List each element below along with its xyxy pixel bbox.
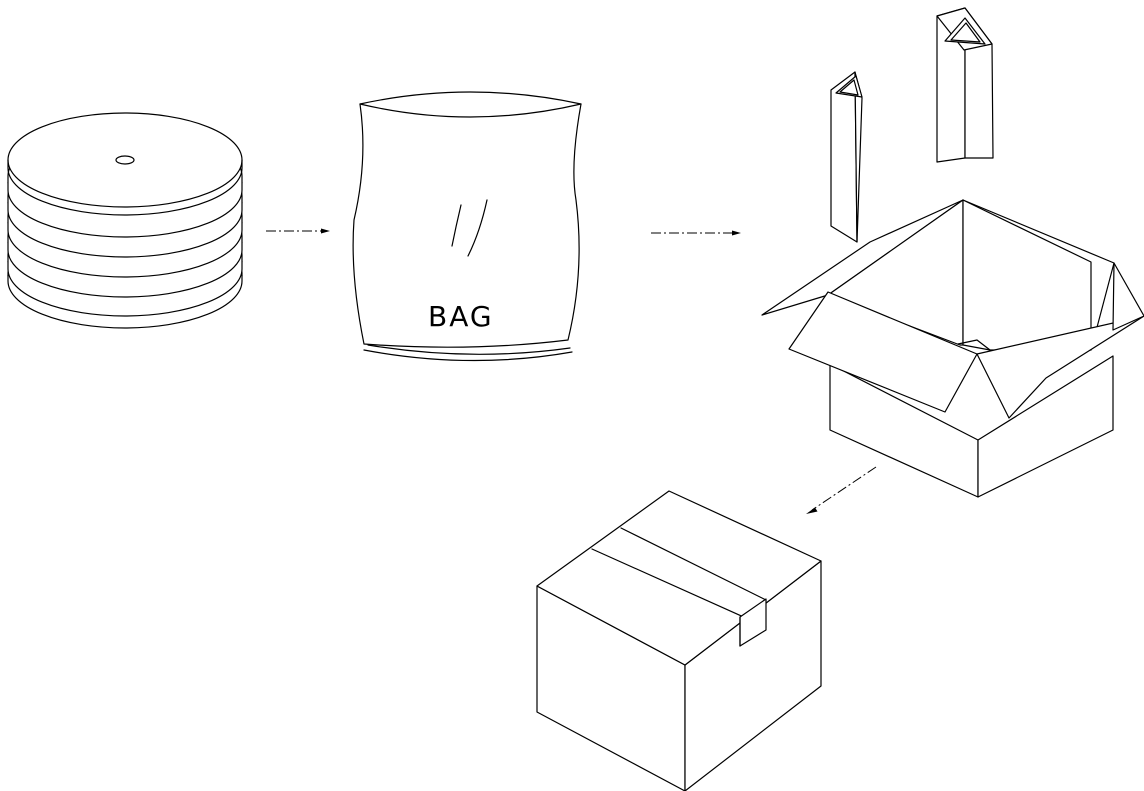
taped-box-icon [536,490,822,791]
open-box-icon [761,199,1144,498]
corner-guard-icon [830,71,863,243]
arrow-right-icon [651,230,741,236]
stacked-discs-icon [7,112,243,329]
bag-label: BAG [428,300,494,333]
corner-guard-icon [936,7,994,163]
bag-icon: BAG [352,91,582,362]
arrow-right-icon [266,228,330,234]
arrow-down-left-icon [806,466,877,514]
